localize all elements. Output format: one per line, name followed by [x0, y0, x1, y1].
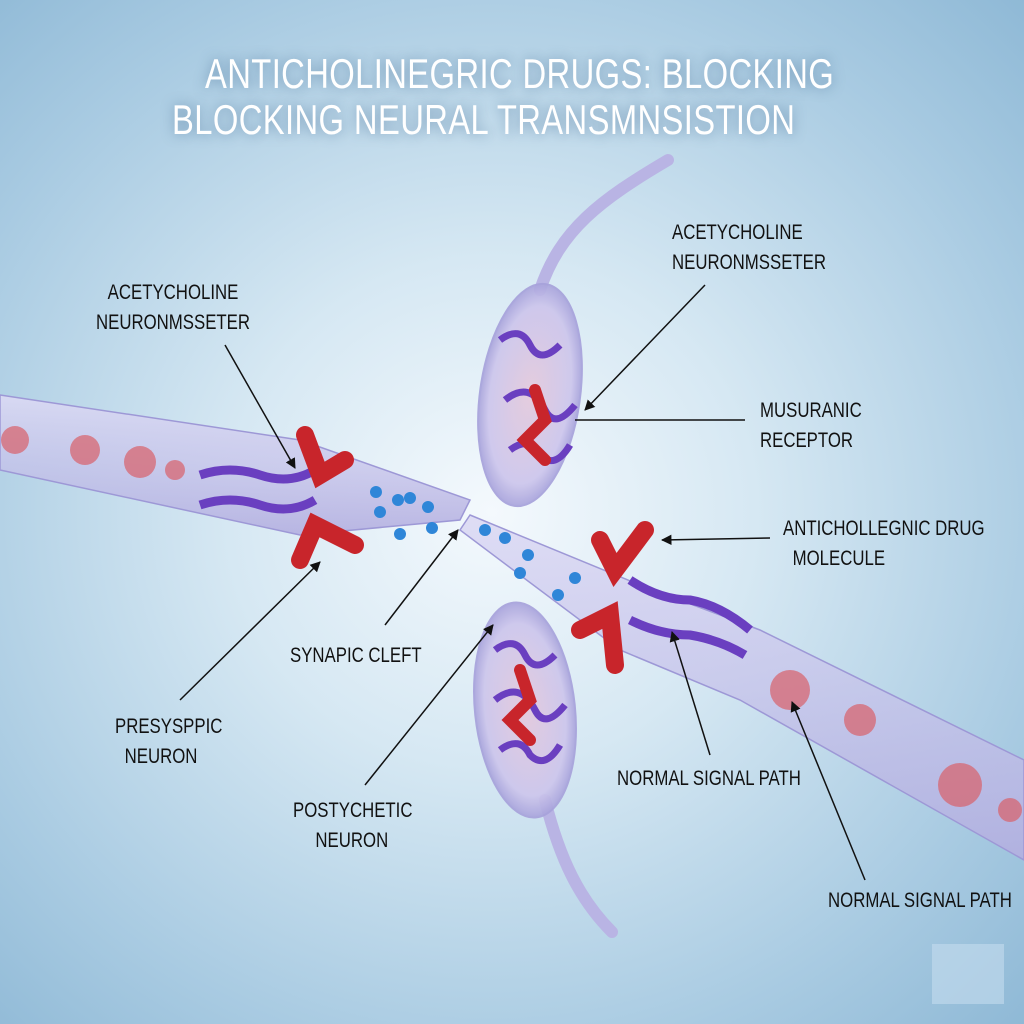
label-line: ANTICHOLLEGNIC DRUG	[783, 517, 985, 540]
neurotransmitter-molecules	[370, 486, 581, 601]
label-line: NEURON	[124, 745, 198, 768]
label-postsynaptic-neuron: POSTYCHETIC NEURON	[293, 796, 412, 856]
corner-watermark-box	[932, 944, 1004, 1004]
label-line: RECEPTOR	[760, 429, 854, 452]
label-normal-signal-path-2: NORMAL SIGNAL PATH	[828, 889, 1012, 912]
label-line: MOLECULE	[792, 547, 886, 570]
title-line-1: ANTICHOLINEGRIC DRUGS: BLOCKING	[205, 50, 835, 97]
label-synaptic-cleft: SYNAPIC CLEFT	[290, 644, 422, 667]
label-line: POSTYCHETIC	[293, 799, 413, 822]
label-normal-signal-path-1: NORMAL SIGNAL PATH	[617, 767, 801, 790]
label-line: NEURONMSSETER	[96, 311, 251, 334]
receptors	[198, 426, 753, 674]
label-line: ACETYCHOLINE	[672, 221, 803, 244]
label-acetylcholine-top: ACETYCHOLINE NEURONMSSETER	[672, 218, 826, 278]
label-drug-molecule: ANTICHOLLEGNIC DRUG MOLECULE	[783, 514, 985, 574]
label-line: NEURONMSSETER	[672, 251, 827, 274]
label-arrows	[179, 284, 866, 881]
top-neuron-body	[477, 154, 674, 508]
label-acetylcholine-left: ACETYCHOLINE NEURONMSSETER	[96, 278, 250, 338]
label-muscarinic-receptor: MUSURANIC RECEPTOR	[760, 396, 862, 456]
presynaptic-axon	[0, 394, 472, 536]
label-line: ACETYCHOLINE	[107, 281, 239, 304]
bottom-neuron-body	[473, 601, 618, 938]
title-line-2: BLOCKING NEURAL TRANSMNSISTION	[172, 96, 796, 143]
label-line: MUSURANIC	[760, 399, 862, 422]
label-line: NEURON	[315, 829, 389, 852]
label-line: PRESYSPPIC	[115, 715, 223, 738]
label-presynaptic-neuron: PRESYSPPIC NEURON	[115, 712, 222, 772]
